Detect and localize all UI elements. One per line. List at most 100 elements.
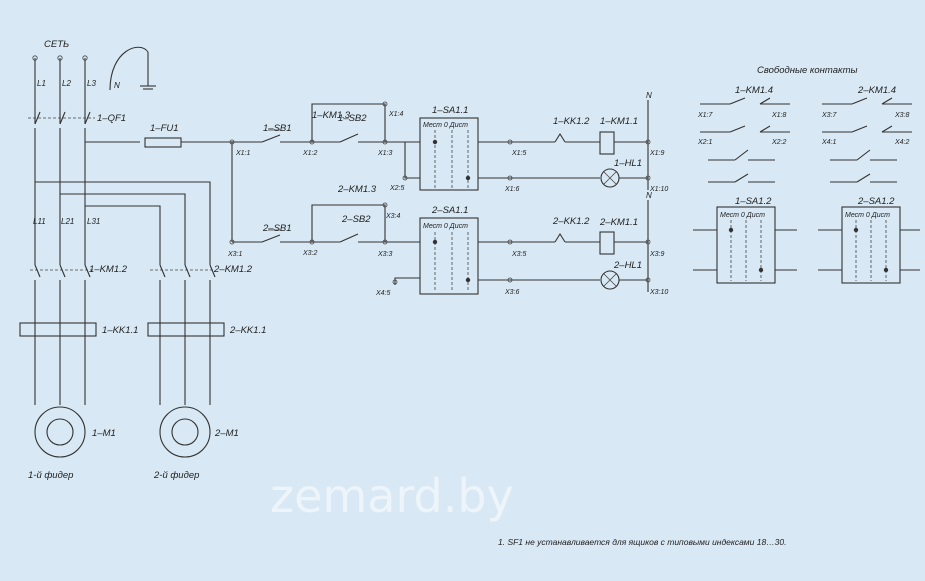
term-x32: X3:2 <box>302 250 318 257</box>
fuse-fu1 <box>144 137 182 148</box>
term-x16: X1:6 <box>504 186 520 193</box>
term-x31: X3:1 <box>227 251 243 258</box>
label-free-contacts: Свободные контакты <box>757 65 858 76</box>
term-x19: X1:9 <box>649 150 665 157</box>
label-kk11a: 1–KK1.1 <box>102 325 138 336</box>
label-sa12b: 2–SA1.2 <box>857 196 895 207</box>
term-x15: X1:5 <box>511 150 527 157</box>
contactor-km12-1 <box>30 264 95 278</box>
label-l2: L2 <box>62 79 71 88</box>
switch-sa11-1 <box>419 117 479 191</box>
label-sa12a: 1–SA1.2 <box>735 196 772 207</box>
term-x22: X2:2 <box>771 139 787 146</box>
free-contacts-km14-1 <box>700 97 790 183</box>
label-feeder2: 2-й фидер <box>153 470 199 481</box>
label-kk11b: 2–KK1.1 <box>229 325 266 336</box>
term-x25: X2:5 <box>389 185 405 192</box>
switch-sa12-2 <box>841 206 901 284</box>
term-x37: X3:7 <box>821 112 838 119</box>
footnote: 1. SF1 не устанавливается для ящиков с т… <box>498 537 787 547</box>
button-sb1-1 <box>261 129 281 143</box>
label-fu1: 1–FU1 <box>150 123 179 134</box>
label-l21: L21 <box>61 217 74 226</box>
label-km12b: 2–KM1.2 <box>213 264 253 275</box>
label-kk12b: 2–KK1.2 <box>552 216 590 227</box>
thermal-contact <box>554 132 566 143</box>
wire-branch <box>60 193 186 265</box>
label-m1b: 2–M1 <box>214 428 239 439</box>
motor-1-inner <box>46 418 74 446</box>
terminal-dot <box>57 55 63 61</box>
label-km11a: 1–KM1.1 <box>600 116 638 127</box>
label-l11: L11 <box>33 217 46 226</box>
sa12b-modes: Мест 0 Дист <box>845 212 890 219</box>
term-x13: X1:3 <box>377 150 393 157</box>
term-x110: X1:10 <box>649 186 668 193</box>
wire-branch <box>35 181 211 265</box>
contactor-km12-2 <box>150 264 216 278</box>
motor-2 <box>159 406 211 458</box>
label-feeder1: 1-й фидер <box>28 470 73 481</box>
label-kk12a: 1–KK1.2 <box>553 116 590 127</box>
thermal-relay-2 <box>147 322 225 337</box>
term-x21: X2:1 <box>697 139 713 146</box>
watermark: zemard.by <box>270 469 514 523</box>
sa12a-modes: Мест 0 Дист <box>720 212 765 219</box>
label-sb1a: 1–SB1 <box>263 123 292 134</box>
term-x14: X1:4 <box>388 111 404 118</box>
label-m1a: 1–M1 <box>92 428 116 439</box>
breaker-contact <box>34 111 41 125</box>
wire-holding <box>311 103 386 142</box>
label-km14a: 1–KM1.4 <box>735 85 773 96</box>
label-sb2a: 1–SB2 <box>338 113 367 124</box>
terminal-dot <box>32 55 38 61</box>
sa11a-modes: Мест 0 Дист <box>423 122 468 129</box>
term-x34: X3:4 <box>385 213 401 220</box>
term-x18: X1:8 <box>771 112 787 119</box>
label-sb2b: 2–SB2 <box>341 214 371 225</box>
label-set: СЕТЬ <box>44 39 69 50</box>
terminal-dot <box>82 55 88 61</box>
label-km11b: 2–KM1.1 <box>599 217 638 228</box>
label-km13a: 1–KM1.3 <box>312 110 351 121</box>
term-x17: X1:7 <box>697 112 714 119</box>
label-sb1b: 2–SB1 <box>262 223 292 234</box>
thermal-relay-1 <box>19 322 97 337</box>
switch-sa12-1 <box>716 206 776 284</box>
term-x310: X3:10 <box>649 289 668 296</box>
breaker-contact <box>59 111 66 125</box>
label-qf1: 1–QF1 <box>97 113 126 124</box>
sa11b-modes: Мест 0 Дист <box>423 223 468 230</box>
label-l1: L1 <box>37 79 46 88</box>
label-n: N <box>114 81 120 90</box>
switch-sa11-2 <box>419 217 479 295</box>
term-x36: X3:6 <box>504 289 520 296</box>
label-km13b: 2–KM1.3 <box>337 184 377 195</box>
term-x35: X3:5 <box>511 251 527 258</box>
label-hl1b: 2–HL1 <box>613 260 642 271</box>
label-km12a: 1–KM1.2 <box>89 264 128 275</box>
label-sa11a: 1–SA1.1 <box>432 105 468 116</box>
label-n1: N <box>646 91 652 100</box>
free-contacts-km14-2 <box>822 97 912 183</box>
label-km14b: 2–KM1.4 <box>857 85 896 96</box>
motor-2-inner <box>171 418 199 446</box>
wire-branch <box>85 205 161 265</box>
label-l3: L3 <box>87 79 96 88</box>
term-x33: X3:3 <box>377 251 393 258</box>
term-x41: X4:1 <box>821 139 837 146</box>
term-x45: X4:5 <box>375 290 391 297</box>
term-x11: X1:1 <box>235 150 251 157</box>
motor-1 <box>34 406 86 458</box>
term-x39: X3:9 <box>649 251 665 258</box>
term-x12: X1:2 <box>302 150 318 157</box>
label-hl1a: 1–HL1 <box>614 158 642 169</box>
term-x42: X4:2 <box>894 139 910 146</box>
breaker-contact <box>84 111 91 125</box>
coil-km11-1 <box>599 131 615 155</box>
label-sa11b: 2–SA1.1 <box>431 205 468 216</box>
label-l31: L31 <box>87 217 100 226</box>
label-n2: N <box>646 191 652 200</box>
